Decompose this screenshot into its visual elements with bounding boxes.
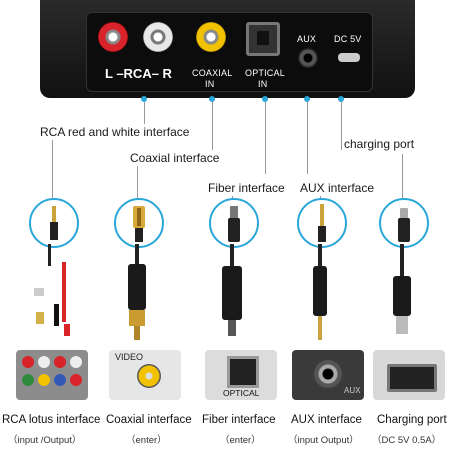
usb-plug-icon: [398, 208, 410, 242]
photo-optical-text: OPTICAL: [223, 388, 260, 398]
coaxial-port-label-1: COAXIAL: [192, 68, 233, 78]
callout-label-rca: RCA red and white interface: [40, 125, 190, 139]
leader-line: [52, 140, 53, 198]
leader-line: [402, 154, 403, 198]
callout-dot-rca: [141, 96, 147, 102]
callout-label-optical: Fiber interface: [208, 181, 285, 195]
optical-port-label-2: IN: [258, 79, 268, 89]
photo-coaxial-text: VIDEO: [115, 352, 144, 362]
aux-jack: [298, 48, 318, 68]
plug-circle-aux: [297, 198, 347, 248]
caption-usb-sub: （DC 5V 0.5A）: [372, 435, 442, 446]
plug-circle-rca: [29, 198, 79, 248]
photo-coaxial-panel: VIDEO: [109, 350, 181, 400]
coaxial-jack: [196, 22, 226, 52]
dc-port: [338, 53, 360, 62]
plug-circle-usb: [379, 198, 429, 248]
aux-plug-icon: [318, 204, 326, 242]
dc-port-label: DC 5V: [334, 34, 362, 44]
callout-dot-coaxial: [209, 96, 215, 102]
leader-line: [265, 102, 266, 174]
plug-circle-coaxial: [114, 198, 164, 248]
rca-white-jack: [143, 22, 173, 52]
cable-illustrations: [34, 244, 411, 340]
caption-coaxial-sub: （enter）: [126, 435, 167, 446]
callout-dot-optical: [262, 96, 268, 102]
device-body: [40, 0, 415, 98]
rca-port-label: L –RCA– R: [105, 66, 172, 81]
coaxial-port-label-2: IN: [205, 79, 215, 89]
leader-line: [144, 102, 145, 124]
optical-port-label-1: OPTICAL: [245, 68, 285, 78]
caption-aux-sub: （input Output）: [288, 435, 359, 446]
aux-port-label: AUX: [297, 34, 317, 44]
leader-line: [212, 102, 213, 150]
caption-rca: RCA lotus interface: [2, 414, 101, 426]
optical-jack: [246, 22, 280, 56]
callout-label-aux: AUX interface: [300, 181, 375, 195]
callout-label-dc: charging port: [344, 137, 415, 151]
caption-optical: Fiber interface: [202, 414, 276, 426]
caption-aux: AUX interface: [291, 414, 362, 426]
optical-plug-icon: [228, 206, 240, 242]
rca-plug-icon: [50, 206, 58, 240]
photo-usb-panel: [373, 350, 445, 400]
caption-optical-sub: （enter）: [220, 435, 261, 446]
callout-dot-dc: [338, 96, 344, 102]
photo-aux-panel: AUX: [292, 350, 364, 400]
coaxial-plug-icon: [133, 206, 145, 242]
caption-usb: Charging port: [377, 414, 447, 426]
device-face-panel: [86, 12, 373, 92]
plug-circle-optical: [209, 198, 259, 248]
photo-aux-text: AUX: [344, 386, 361, 395]
caption-coaxial: Coaxial interface: [106, 414, 192, 426]
callout-label-coaxial: Coaxial interface: [130, 151, 220, 165]
photo-rca-panel: [16, 350, 88, 400]
leader-line: [341, 102, 342, 150]
leader-line: [137, 166, 138, 198]
callout-dot-aux: [304, 96, 310, 102]
leader-line: [307, 102, 308, 174]
caption-rca-sub: （input /Output）: [8, 435, 82, 446]
rca-red-jack: [98, 22, 128, 52]
photo-optical-panel: OPTICAL: [205, 350, 277, 400]
